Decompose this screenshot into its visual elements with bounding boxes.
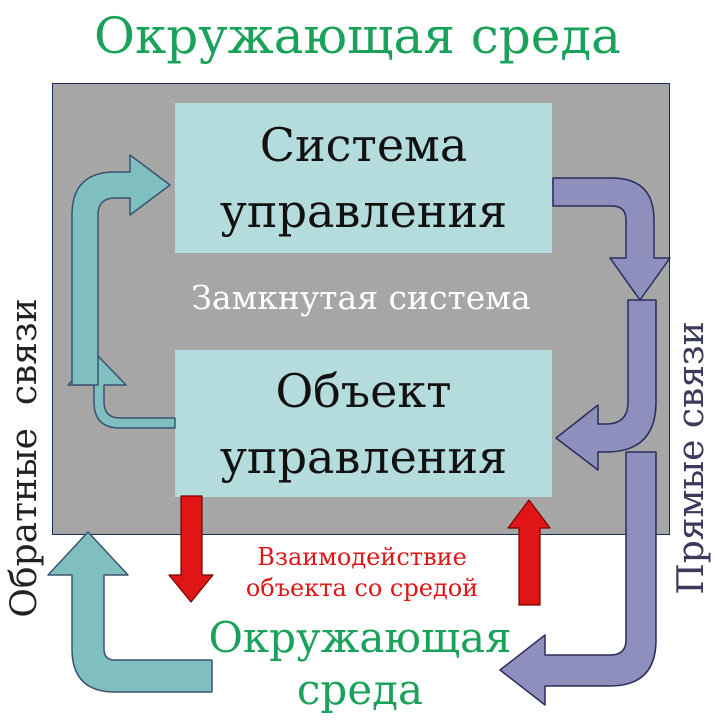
direct-arrow-lower-icon bbox=[499, 451, 657, 706]
feedback-label: Обратные связи bbox=[4, 298, 45, 618]
arrow-up-icon bbox=[507, 499, 551, 606]
environment-title-top: Окружающая среда bbox=[94, 7, 621, 65]
feedback-arrow-top-icon bbox=[71, 154, 171, 386]
environment-bottom-line1: Окружающая bbox=[208, 613, 512, 662]
environment-bottom-line2: среда bbox=[296, 665, 424, 714]
control-system-line1: Система bbox=[259, 118, 468, 172]
arrow-down-icon bbox=[168, 495, 214, 603]
direct-arrow-middle-icon bbox=[555, 299, 657, 471]
closed-system-label: Замкнутая система bbox=[191, 278, 531, 317]
interaction-label: Взаимодействие объекта со средой bbox=[212, 542, 512, 604]
control-object-line2: управления bbox=[219, 429, 508, 484]
environment-title-bottom: Окружающая среда bbox=[160, 612, 560, 716]
feedback-arrow-lower-icon bbox=[47, 531, 213, 693]
interaction-line1: Взаимодействие bbox=[257, 543, 467, 571]
control-system-block: Система управления bbox=[175, 103, 552, 253]
control-object-line1: Объект bbox=[275, 363, 452, 418]
control-object-block: Объект управления bbox=[175, 350, 552, 497]
direct-arrow-upper-icon bbox=[552, 177, 671, 301]
control-system-line2: управления bbox=[219, 184, 508, 238]
interaction-line2: объекта со средой bbox=[245, 574, 479, 602]
direct-links-label: Прямые связи bbox=[671, 321, 712, 595]
